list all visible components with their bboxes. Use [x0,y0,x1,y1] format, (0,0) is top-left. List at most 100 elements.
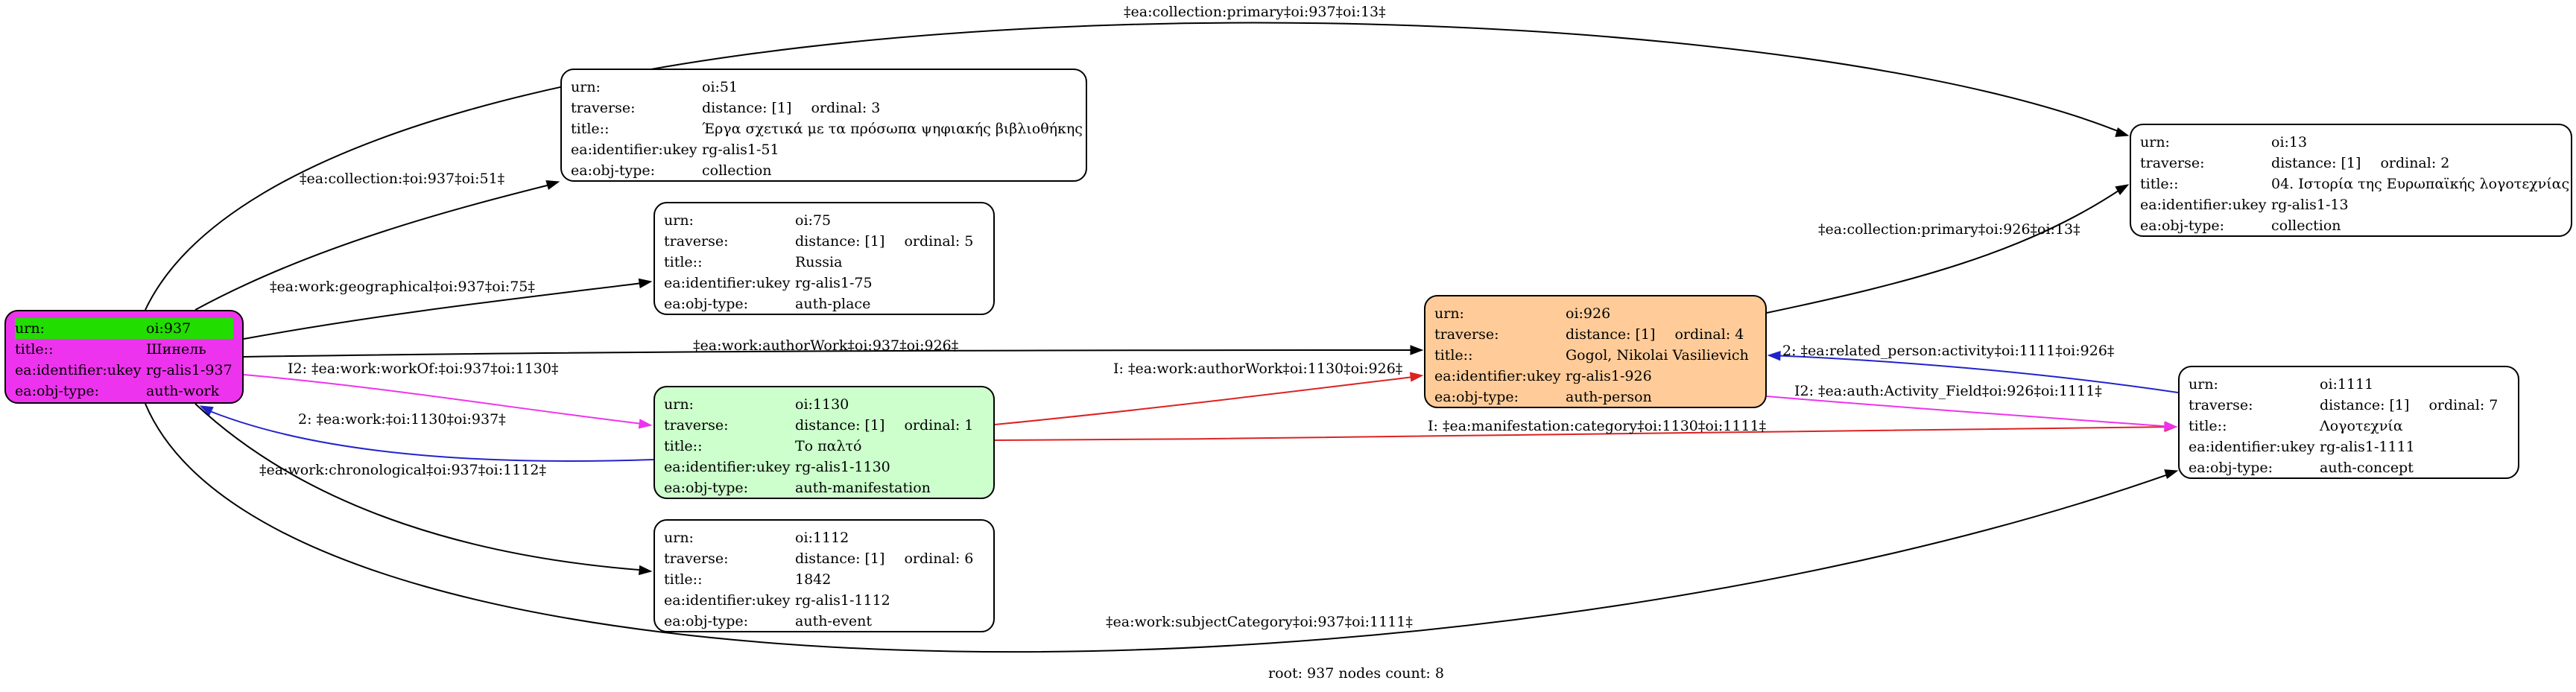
node-row: title::Gogol, Nikolai Vasilievich [1434,345,1756,366]
edge-e-coll-926-13-arrowhead [2115,184,2130,196]
edge-e-work-1130-937 [202,407,654,462]
node-value: ordinal: 2 [2380,155,2450,171]
node-row: ea:obj-type:auth-place [664,293,984,314]
edge-e-auth-1130-926-arrowhead [1409,372,1424,382]
node-value: collection [702,162,772,179]
node-value: auth-work [146,383,220,399]
node-value: ordinal: 6 [904,550,974,567]
edge-label-e-activity-926-1111: I2: ‡ea:auth:Activity_Field‡oi:926‡oi:11… [1794,383,2102,399]
node-value: distance: [1] [1566,326,1656,343]
edge-label-e-author-926: ‡ea:work:authorWork‡oi:937‡oi:926‡ [693,337,959,354]
node-value: 04. Ιστορία της Ευρωπαϊκής λογοτεχνίας [2271,176,2570,192]
node-value: oi:51 [702,79,738,95]
node-key: ea:obj-type: [1434,389,1519,405]
node-value: rg-alis1-51 [702,142,779,158]
node-value: ordinal: 3 [811,100,881,116]
node-key: ea:obj-type: [15,383,100,399]
node-value: Gogol, Nikolai Vasilievich [1566,347,1749,364]
node-value: ordinal: 1 [904,417,974,434]
node-key: title:: [664,438,703,454]
node-row: ea:obj-type:collection [2140,215,2562,236]
node-value: rg-alis1-13 [2271,197,2349,213]
edge-e-subject-1111-arrowhead [2164,469,2179,480]
edge-e-coll-51-arrowhead [545,180,560,190]
node-value: oi:13 [2271,134,2308,150]
node-key: ea:identifier:ukey [1434,368,1561,384]
node-value: 1842 [795,571,832,588]
node-key: traverse: [664,233,729,250]
node-row: ea:obj-type:auth-manifestation [664,477,984,498]
node-value: Russia [795,254,843,270]
edge-e-related-1111-926-arrowhead [1767,350,1781,361]
edge-e-activity-926-1111-arrowhead [2164,421,2178,431]
node-row: title::04. Ιστορία της Ευρωπαϊκής λογοτε… [2140,174,2569,194]
node-value: distance: [1] [702,100,792,116]
edge-e-workof-1130-arrowhead [638,419,653,429]
node-key: traverse: [2140,155,2205,171]
node-row: traverse: distance: [1] ordinal: 3 [571,98,1077,118]
node-key: traverse: [2189,397,2253,413]
node-key: title:: [1434,347,1473,364]
node-value: Λογοτεχνία [2320,418,2403,434]
node-value: ordinal: 7 [2428,397,2499,413]
node-key: traverse: [571,100,636,116]
edge-label-e-chrono-1112: ‡ea:work:chronological‡oi:937‡oi:1112‡ [259,462,547,478]
edge-e-coll-primary-13 [145,22,2126,311]
edge-e-author-926 [243,349,1420,358]
edge-label-e-subject-1111: ‡ea:work:subjectCategory‡oi:937‡oi:1111‡ [1106,614,1413,630]
node-key: ea:obj-type: [664,480,749,496]
node-key: urn: [664,530,694,546]
node-value: distance: [1] [795,233,885,250]
node-key: ea:identifier:ukey [2189,439,2315,455]
node-value: auth-person [1566,389,1652,405]
node-key: ea:identifier:ukey [2140,197,2267,213]
node-value: oi:1130 [795,396,849,413]
edge-label-e-workof-1130: I2: ‡ea:work:workOf:‡oi:937‡oi:1130‡ [288,361,559,377]
node-row: title::Russia [664,252,984,273]
node-row: urn:oi:13 [2140,132,2562,153]
node-n75[interactable]: urn: oi:75 traverse: distance: [1] ordinal: … [654,202,995,315]
edge-label-e-coll-51: ‡ea:collection:‡oi:937‡oi:51‡ [300,171,505,187]
node-value: Έργα σχετικά με τα πρόσωπα ψηφιακής βιβλ… [702,121,1083,137]
node-value: rg-alis1-1130 [795,459,890,475]
node-value: distance: [1] [795,550,885,567]
edge-label-e-work-1130-937: 2: ‡ea:work:‡oi:1130‡oi:937‡ [298,411,506,428]
node-value: auth-place [795,296,871,312]
node-row: title::Το παλτό [664,436,984,457]
node-row: title::1842 [664,569,984,590]
edge-label-e-coll-926-13: ‡ea:collection:primary‡oi:926‡oi:13‡ [1818,221,2080,238]
node-n13[interactable]: urn:oi:13 traverse: distance: [1] ordinal: … [2130,124,2572,237]
node-value: oi:926 [1566,305,1611,322]
edge-e-work-1130-937-arrowhead [199,405,214,416]
node-key: ea:obj-type: [2140,218,2225,234]
node-value: distance: [1] [2271,155,2361,171]
node-value: ordinal: 5 [904,233,974,250]
node-value: oi:75 [795,212,832,229]
node-value: rg-alis1-926 [1566,368,1652,384]
node-key: urn: [1434,305,1464,322]
node-row: urn: oi:75 [664,210,984,231]
node-row: title::Λογοτεχνία [2189,416,2509,437]
node-key: title:: [664,571,703,588]
node-row: ea:obj-type: auth-work [15,381,233,401]
graph-footer: root: 937 nodes count: 8 [1268,665,1444,682]
node-key: title:: [15,341,54,358]
node-key: title:: [664,254,703,270]
node-row: traverse:distance: [1]ordinal: 1 [664,415,984,436]
node-key: urn: [664,212,694,229]
node-value: distance: [1] [795,417,885,434]
node-row: ea:obj-type:auth-concept [2189,457,2509,478]
edge-label-e-manif-1130-1111: I: ‡ea:manifestation:category‡oi:1130‡oi… [1428,418,1767,434]
node-row: traverse:distance: [1]ordinal: 6 [664,548,984,569]
